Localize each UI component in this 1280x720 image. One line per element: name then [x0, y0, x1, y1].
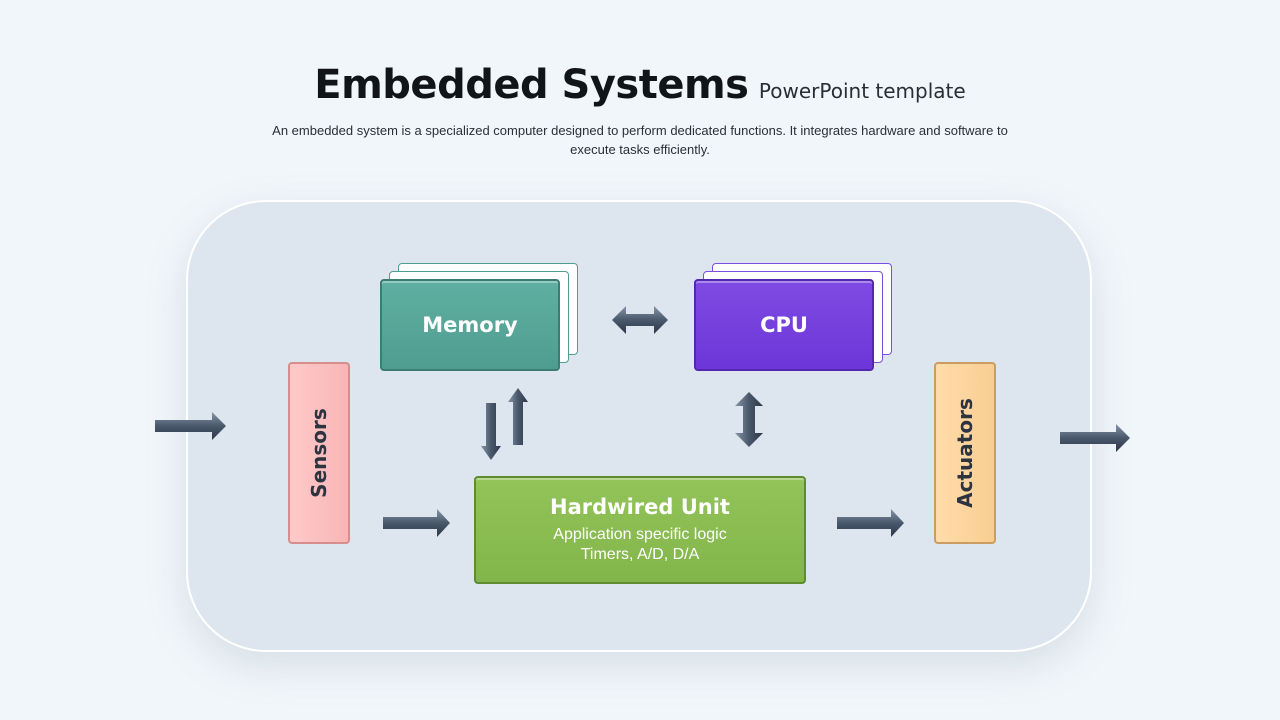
- memory-down-arrow: [481, 403, 501, 460]
- hardwired-unit-line: Timers, A/D, D/A: [580, 546, 700, 563]
- page-description: An embedded system is a specialized comp…: [272, 123, 1008, 157]
- memory-up-arrow: [508, 388, 528, 445]
- cpu-block: CPU: [694, 279, 874, 371]
- hardwired-unit-line: Application specific logic: [553, 526, 727, 543]
- hardwired-unit-block: Hardwired Unit Application specific logi…: [474, 476, 806, 584]
- hardwired-to-actuators-arrow: [837, 509, 904, 537]
- title-row: Embedded Systems PowerPoint template: [0, 62, 1280, 108]
- sensors-block: Sensors: [288, 362, 350, 544]
- output-arrow: [1060, 424, 1130, 452]
- page-title: Embedded Systems: [314, 62, 749, 108]
- memory-cpu-arrow: [612, 306, 668, 334]
- cpu-hardwired-arrow: [735, 392, 763, 447]
- cpu-label: CPU: [760, 313, 808, 337]
- page-subtitle: PowerPoint template: [758, 79, 966, 103]
- memory-label: Memory: [422, 313, 518, 337]
- sensors-to-hardwired-arrow: [383, 509, 450, 537]
- memory-block: Memory: [380, 279, 560, 371]
- input-arrow: [155, 412, 226, 440]
- actuators-block: Actuators: [934, 362, 996, 544]
- hardwired-unit-title: Hardwired Unit: [550, 495, 730, 519]
